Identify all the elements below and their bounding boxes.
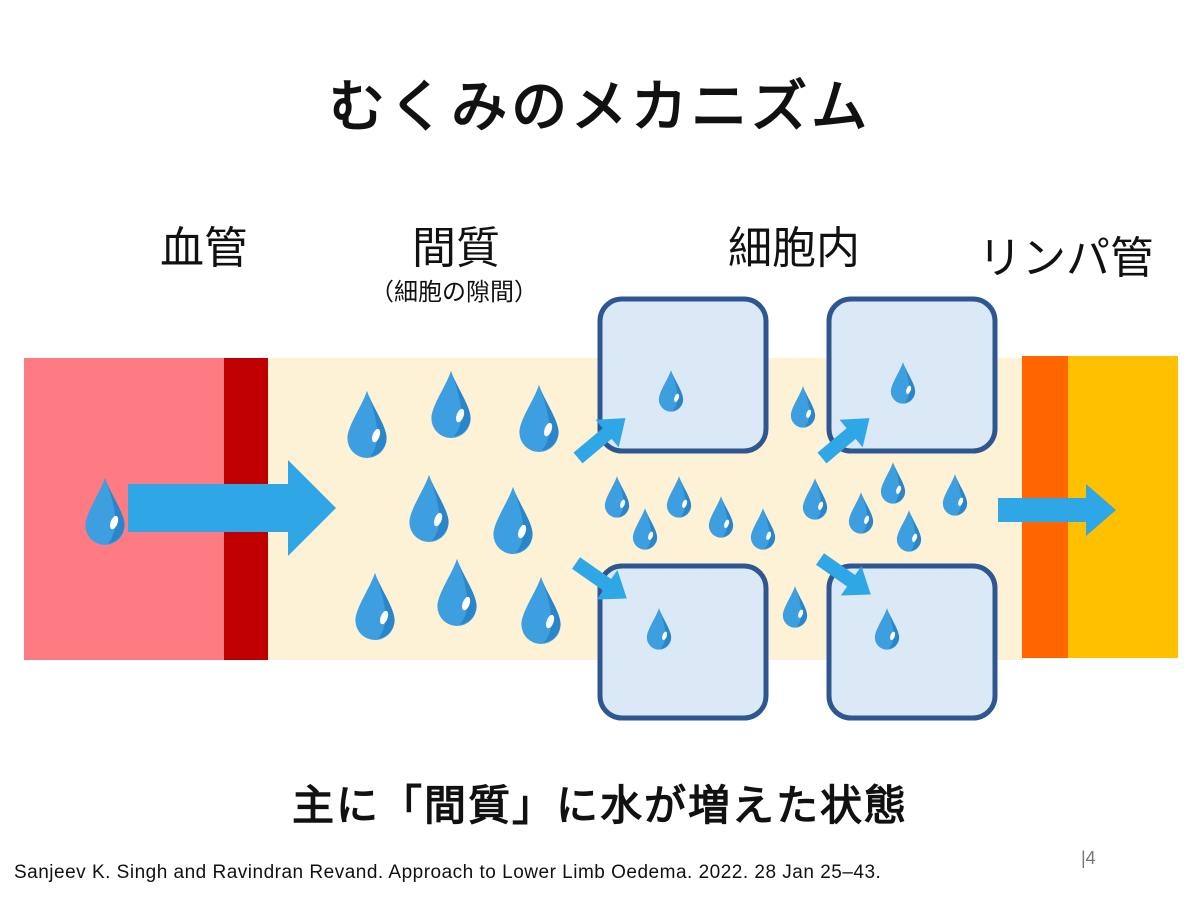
arrow-right-icon [128, 460, 336, 556]
label-interstitium-note: （細胞の隙間） [370, 278, 538, 306]
label-interstitium: 間質 [412, 223, 500, 274]
label-blood-vessel: 血管 [160, 223, 248, 274]
cell-top-left [597, 296, 769, 454]
label-lymph-vessel: リンパ管 [978, 233, 1154, 284]
arrow-right-icon [573, 418, 626, 464]
arrow-right-icon [817, 418, 870, 464]
page-number: |4 [1081, 848, 1096, 868]
arrow-right-icon [815, 553, 871, 596]
cell-bottom-left [597, 563, 769, 721]
cell-top-right [826, 296, 998, 454]
arrow-right-icon [998, 484, 1116, 536]
arrow-right-icon [571, 557, 627, 600]
summary-text: 主に「間質」に水が増えた状態 [291, 781, 908, 830]
citation: Sanjeev K. Singh and Ravindran Revand. A… [14, 862, 882, 883]
cell-bottom-right [826, 563, 998, 721]
slide-title: むくみのメカニズム [328, 75, 872, 140]
label-intracellular: 細胞内 [728, 223, 860, 274]
